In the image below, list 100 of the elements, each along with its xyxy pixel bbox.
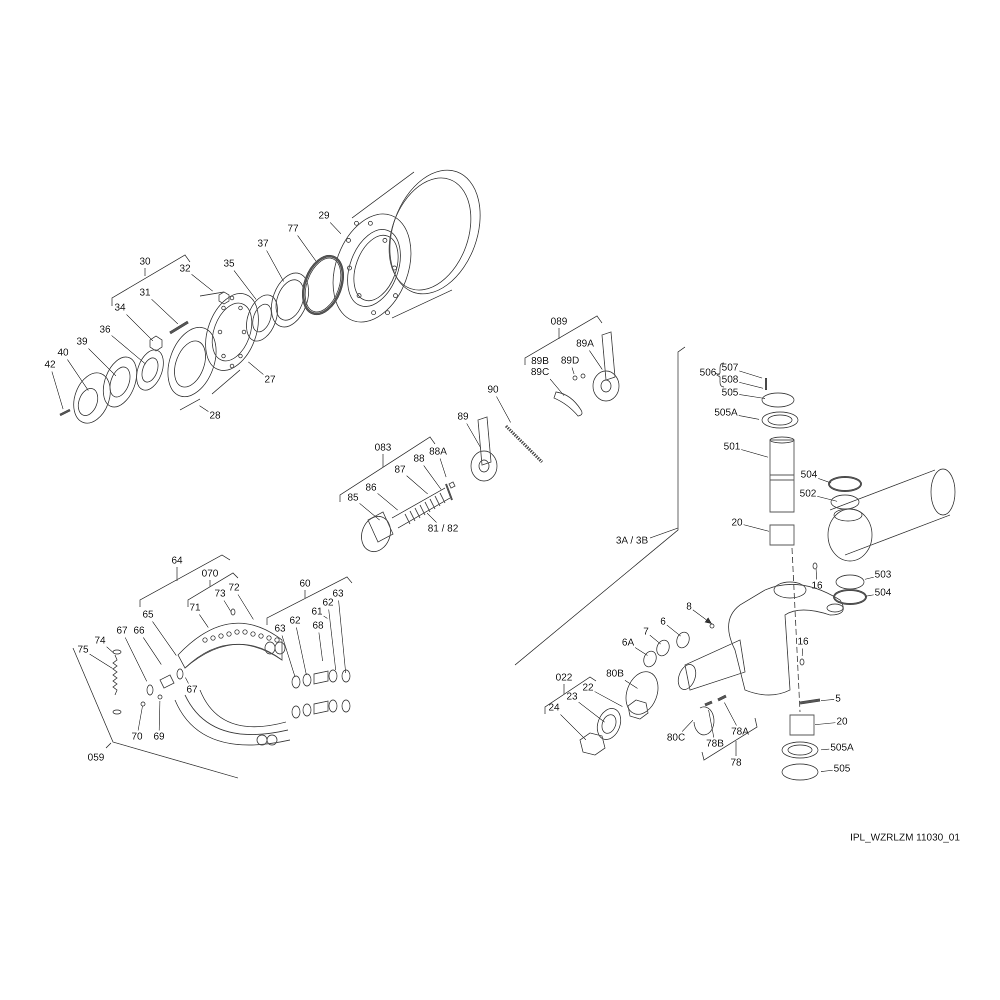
callout-number: 74 xyxy=(94,636,106,646)
leader-line xyxy=(328,609,336,670)
leader-line xyxy=(377,493,398,510)
leader-line xyxy=(649,634,662,644)
callout-number: 89B 89C xyxy=(530,356,550,378)
callout-number: 63 xyxy=(332,588,344,600)
leader-line xyxy=(248,362,264,375)
leader-line xyxy=(578,702,605,723)
callout-number: 90 xyxy=(487,384,499,396)
leader-line xyxy=(199,405,209,412)
callout-number: 5 xyxy=(835,694,841,704)
callout-number: 34 xyxy=(114,302,126,314)
callout-number: 61 xyxy=(311,606,323,618)
leader-line xyxy=(238,594,254,620)
callout-number: 31 xyxy=(139,288,151,298)
callout-number: 86 xyxy=(365,482,377,494)
callout-number: 78B xyxy=(706,738,724,750)
leader-line xyxy=(338,600,346,674)
callout-number: 22 xyxy=(582,682,594,694)
callout-number: 68 xyxy=(312,620,324,632)
callout-number: 89D xyxy=(560,356,580,366)
callout-number: 508 xyxy=(722,374,738,386)
callout-number: 85 xyxy=(347,492,359,504)
leader-line xyxy=(820,699,835,702)
leader-line xyxy=(708,710,714,738)
leader-line xyxy=(594,691,623,707)
leader-line xyxy=(426,512,437,523)
leader-line xyxy=(297,235,317,262)
leader-line xyxy=(738,394,766,399)
leader-line xyxy=(126,314,154,342)
callout-number: 507 xyxy=(722,362,738,374)
callout-number: 36 xyxy=(99,324,111,336)
callout-number: 71 xyxy=(189,602,201,614)
callout-number: 28 xyxy=(209,410,221,422)
callout-number: 27 xyxy=(264,374,276,386)
leader-line xyxy=(158,700,160,731)
leader-line xyxy=(318,632,323,662)
leader-line xyxy=(740,449,768,458)
callout-number: 78 xyxy=(730,758,742,768)
leader-line xyxy=(560,714,586,740)
callout-number: 29 xyxy=(318,210,330,222)
callout-number: 88 xyxy=(413,454,425,464)
callout-number: 505A xyxy=(714,408,738,418)
leader-line xyxy=(816,568,818,580)
callout-number: 503 xyxy=(874,570,892,580)
callout-number: 23 xyxy=(566,692,578,702)
leader-line xyxy=(234,270,257,300)
callout-number: 37 xyxy=(257,238,269,250)
callout-number: 501 xyxy=(724,442,740,452)
leader-line xyxy=(296,627,307,676)
leader-line xyxy=(820,748,830,750)
callout-number: 88A xyxy=(429,446,447,458)
callout-number: 80C xyxy=(666,732,686,744)
leader-line xyxy=(738,382,764,389)
callout-number: 73 xyxy=(214,588,226,600)
leader-line xyxy=(359,503,380,520)
leader-line xyxy=(466,423,481,448)
leader-line xyxy=(191,274,214,292)
callout-number: 504 xyxy=(874,588,892,598)
drawing-number: IPL_WZRLZM 11030_01 xyxy=(850,832,960,844)
callout-number: 81 / 82 xyxy=(428,524,458,534)
leader-line xyxy=(199,614,209,628)
callout-number: 8 xyxy=(686,602,692,612)
callout-number: 20 xyxy=(836,716,848,728)
leader-line xyxy=(743,524,770,532)
leader-line xyxy=(111,335,146,364)
leader-line xyxy=(682,720,694,732)
callout-number: 77 xyxy=(287,224,299,234)
leader-line xyxy=(634,647,648,656)
callout-number: 30 xyxy=(139,256,151,268)
leader-line xyxy=(406,475,428,494)
callout-number: 24 xyxy=(548,702,560,714)
leader-line xyxy=(89,654,113,669)
leader-line xyxy=(266,250,284,282)
callout-number: 62 xyxy=(322,598,334,608)
callout-number: 35 xyxy=(223,258,235,270)
leader-line xyxy=(67,359,89,391)
callout-number: 506 xyxy=(700,368,716,378)
callout-number: 89 xyxy=(457,412,469,422)
callout-number: 504 xyxy=(800,470,818,480)
leader-line xyxy=(152,621,177,656)
leader-line xyxy=(142,637,162,665)
callout-number: 64 xyxy=(171,556,183,566)
callout-number: 32 xyxy=(179,264,191,274)
leader-line xyxy=(550,378,564,396)
leader-line xyxy=(814,722,836,726)
leader-line xyxy=(624,680,638,689)
leader-line xyxy=(423,465,442,490)
leader-line xyxy=(106,646,114,654)
leader-line xyxy=(52,371,64,410)
callout-number: 78A xyxy=(731,726,749,738)
leader-line xyxy=(738,415,760,420)
leader-line xyxy=(138,706,143,731)
callout-number: 40 xyxy=(57,348,69,358)
callout-number: 67 xyxy=(116,626,128,636)
callout-number: 16 xyxy=(811,580,823,592)
callout-number: 505 xyxy=(834,764,850,774)
callout-number: 070 xyxy=(202,568,218,580)
leader-line xyxy=(224,600,232,613)
leader-line xyxy=(818,478,832,484)
